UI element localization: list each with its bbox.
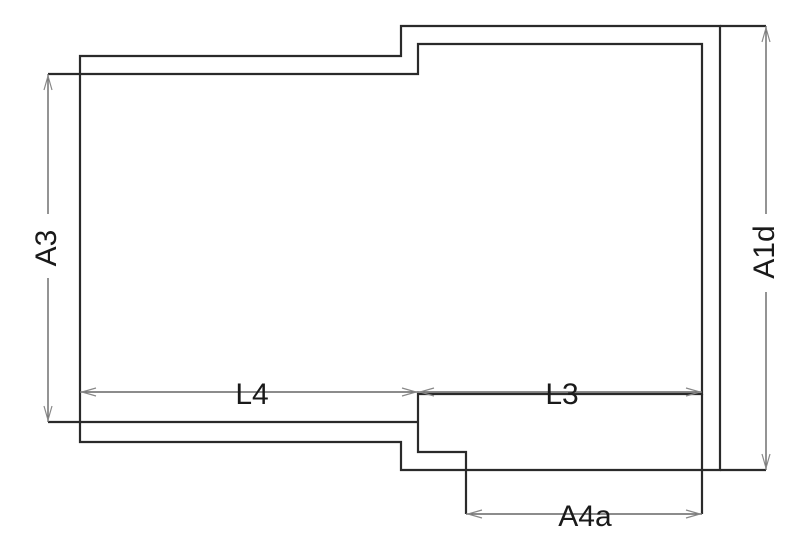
inner-wall-outline	[48, 42, 704, 514]
dimension-l4: L4	[79, 376, 419, 411]
label-l4: L4	[235, 378, 268, 411]
label-l3: L3	[545, 378, 578, 411]
dimension-a4a: A4a	[465, 498, 703, 533]
right-wall-line	[720, 24, 766, 472]
outer-wall-outline	[78, 24, 722, 472]
label-a1d: A1d	[748, 225, 781, 278]
dimension-a1d: A1d	[748, 25, 784, 471]
dimension-a3: A3	[30, 73, 66, 423]
label-a3: A3	[30, 230, 63, 267]
label-a4a: A4a	[558, 500, 612, 533]
dimension-l3: L3	[417, 376, 703, 411]
